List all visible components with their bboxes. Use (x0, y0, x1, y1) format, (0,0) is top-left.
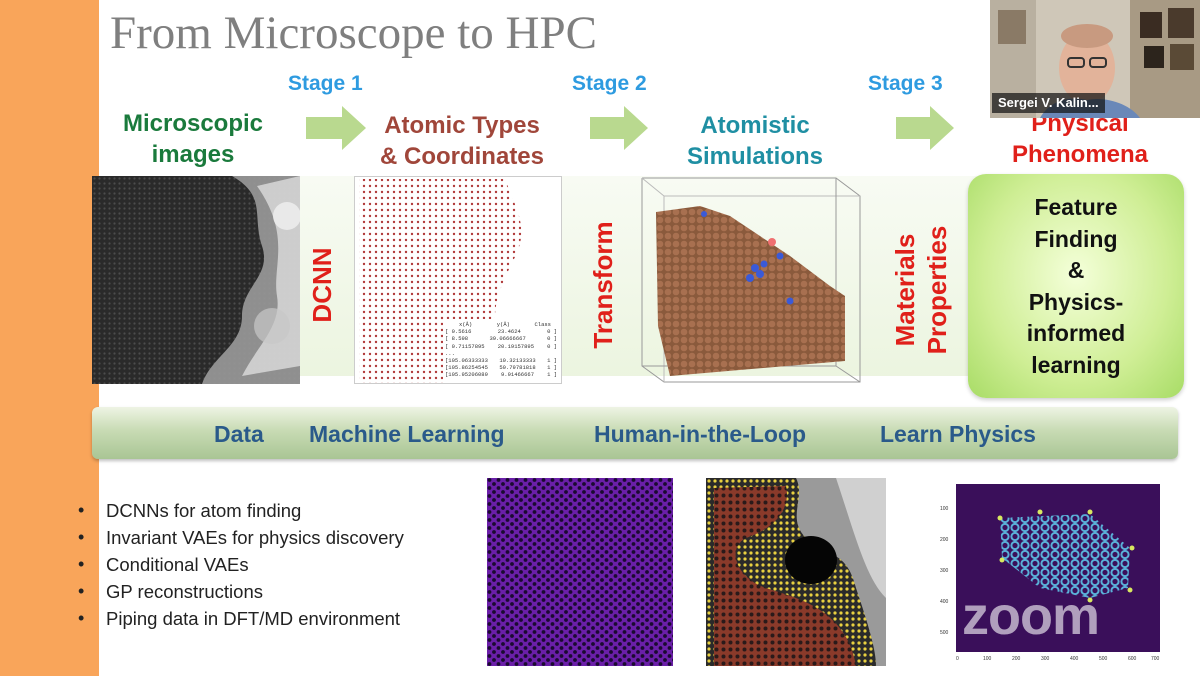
table-row: [105.95206089 9.91466667 1 ] (445, 371, 557, 378)
label-line: Materials (890, 233, 920, 347)
cell: 20.19157895 (497, 342, 534, 350)
cell: [105.95206089 (445, 371, 488, 379)
cell: [ 8.598 (445, 335, 469, 343)
cell: 1 ] (547, 357, 557, 365)
bullet-item: Conditional VAEs (78, 551, 404, 578)
feature-line: informed (1026, 320, 1126, 346)
x-tick-label: 400 (1070, 656, 1079, 662)
purple-lattice-image (487, 478, 673, 666)
x-tick-label: 300 (1041, 656, 1050, 662)
bullet-item: Piping data in DFT/MD environment (78, 605, 404, 632)
cell: 1 ] (547, 364, 557, 372)
label-line: Properties (922, 225, 952, 355)
cell: 10.32133333 (499, 357, 536, 365)
feature-line: learning (1031, 351, 1121, 378)
dcnn-label: DCNN (307, 247, 337, 323)
bullet-item: Invariant VAEs for physics discovery (78, 524, 404, 551)
cell: 0 ] (547, 342, 557, 350)
feature-line: Feature (1034, 194, 1118, 220)
table-row: [105.86254545 50.79781818 1 ] (445, 364, 557, 371)
bar-item-human-in-the-loop: Human-in-the-Loop (594, 421, 807, 447)
stage-3-arrow-icon (896, 106, 954, 150)
heading-line: Simulations (686, 143, 824, 170)
materials-properties-label: Materials Properties (889, 215, 953, 365)
x-tick-label: 200 (1012, 656, 1021, 662)
heading-line: Microscopic (122, 110, 264, 137)
heading-line: Phenomena (1011, 141, 1149, 168)
zoom-logo: zoom (962, 586, 1100, 646)
heading-line: Atomic Types (384, 112, 540, 139)
feature-line: Finding (1034, 225, 1118, 252)
y-tick-label: 400 (940, 599, 949, 605)
heading-microscopic-images: Microscopic images (108, 108, 278, 170)
participant-name-tag: Sergei V. Kalin... (992, 93, 1105, 113)
table-row: [105.06333333 10.32133333 1 ] (445, 357, 557, 364)
header-cell: Class (534, 321, 551, 328)
heading-atomic-types: Atomic Types & Coordinates (362, 110, 562, 172)
bar-item-learn-physics: Learn Physics (880, 421, 1036, 447)
stage-2-arrow-icon (590, 106, 648, 150)
bullet-item: DCNNs for atom finding (78, 497, 404, 524)
stage-1-arrow-icon (306, 106, 366, 150)
cell: 39.06666667 (489, 335, 526, 343)
cell: [105.86254545 (445, 364, 488, 372)
stage-1-label: Stage 1 (288, 72, 363, 95)
feature-line: Physics- (1028, 288, 1124, 315)
y-tick-label: 500 (940, 630, 949, 636)
bar-item-machine-learning: Machine Learning (309, 421, 505, 447)
table-row: [ 0.71157895 20.19157895 0 ] (445, 343, 557, 350)
x-tick-label: 700 (1151, 656, 1160, 662)
table-ellipsis: ... (445, 349, 455, 357)
cell: [ 0.71157895 (445, 342, 485, 350)
feature-finding-box: Feature Finding & Physics- informed lear… (968, 174, 1184, 398)
header-cell: y(Å) (496, 321, 510, 328)
segmentation-overlay-image (706, 478, 886, 666)
workflow-bar: Data Machine Learning Human-in-the-Loop … (92, 407, 1178, 459)
y-tick-label: 300 (940, 568, 949, 574)
bullet-list: DCNNs for atom finding Invariant VAEs fo… (78, 497, 404, 632)
bullet-item: GP reconstructions (78, 578, 404, 605)
cell: [105.06333333 (445, 357, 488, 365)
x-tick-label: 500 (1099, 656, 1108, 662)
feature-line: & (1067, 257, 1085, 283)
coordinate-table-header: x(Å) y(Å) Class (445, 321, 557, 328)
microscopic-image (92, 176, 300, 384)
table-row: [ 0.5616 23.4624 0 ] (445, 328, 557, 335)
cell: [ 0.5616 (445, 328, 472, 336)
stage-2-label: Stage 2 (572, 72, 647, 95)
cell: 23.4624 (497, 328, 521, 336)
coordinate-table: x(Å) y(Å) Class [ 0.5616 23.4624 0 ] [ 8.5… (443, 319, 559, 383)
bar-item-data: Data (214, 421, 264, 447)
atomic-coordinates-image: x(Å) y(Å) Class [ 0.5616 23.4624 0 ] [ 8.5… (354, 176, 562, 384)
heading-line: images (151, 141, 235, 168)
slide-title: From Microscope to HPC (110, 7, 597, 59)
atomistic-simulation-image (640, 176, 864, 386)
y-tick-label: 200 (940, 537, 949, 543)
heading-atomistic-simulations: Atomistic Simulations (660, 110, 850, 172)
heading-line: Atomistic (700, 112, 810, 139)
stage-3-label: Stage 3 (868, 72, 943, 95)
header-cell: x(Å) (459, 321, 473, 328)
cell: 50.79781818 (499, 364, 536, 372)
feature-finding-text: Feature Finding & Physics- informed lear… (968, 192, 1184, 381)
cell: 9.91466667 (501, 371, 535, 379)
x-tick-label: 600 (1128, 656, 1137, 662)
graphene-plot-image: 100 200 300 400 500 0 100 200 300 400 50… (940, 478, 1164, 670)
cell: 0 ] (547, 335, 557, 343)
heading-line: & Coordinates (379, 143, 544, 170)
y-tick-label: 100 (940, 506, 949, 512)
x-tick-label: 0 (956, 656, 959, 662)
cell: 0 ] (547, 328, 557, 336)
x-tick-label: 100 (983, 656, 992, 662)
table-row: [ 8.598 39.06666667 0 ] (445, 335, 557, 342)
cell: 1 ] (547, 371, 557, 379)
transform-label: Transform (588, 221, 618, 349)
